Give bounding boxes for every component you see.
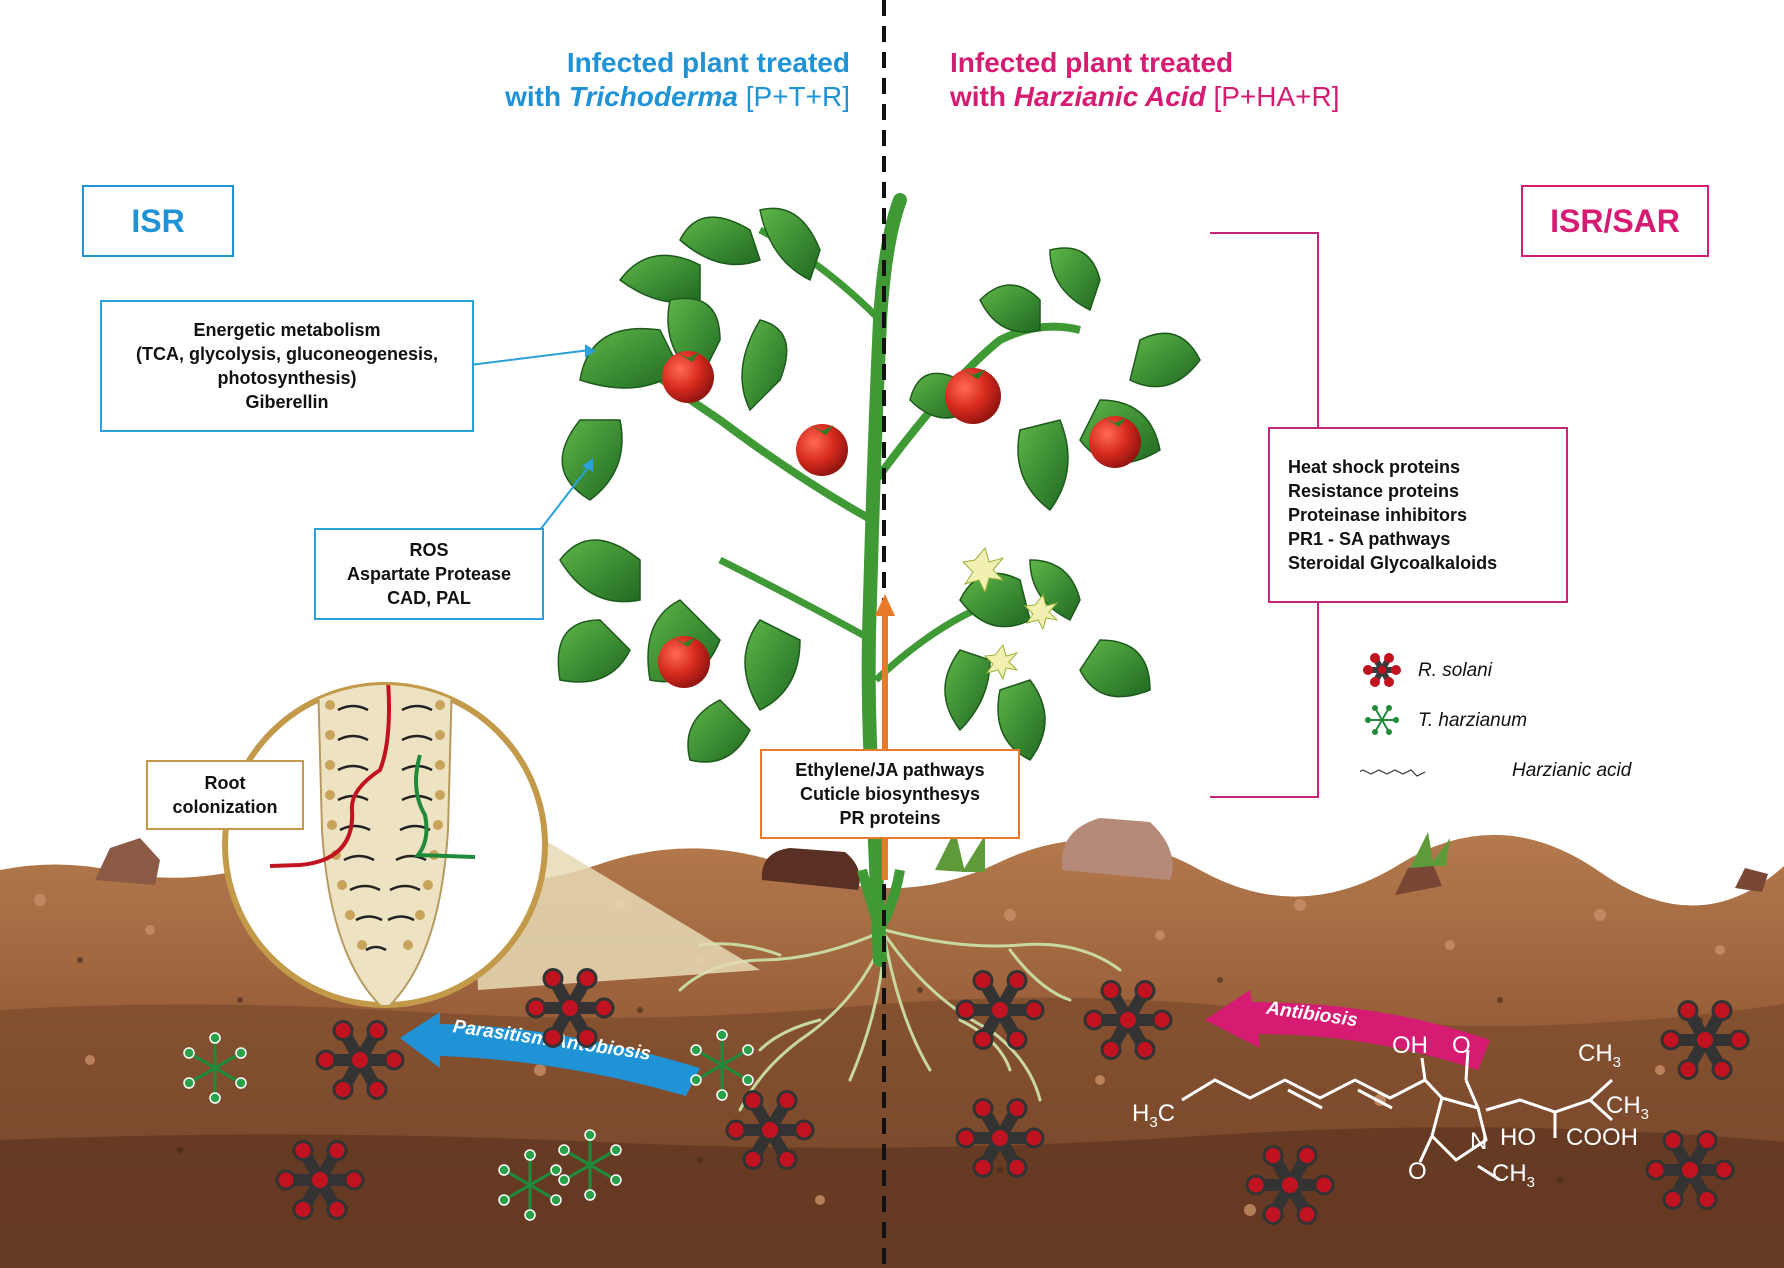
- r-solani-icon: [955, 970, 1045, 1050]
- ros-box: ROS Aspartate Protease CAD, PAL: [314, 528, 544, 620]
- t-harzianum-icon: [1365, 705, 1399, 735]
- chem-o-top: O: [1452, 1032, 1471, 1059]
- chem-h3c: H3C: [1132, 1100, 1175, 1131]
- chem-n: N: [1470, 1128, 1488, 1155]
- harzianic-acid-structure: [1181, 1049, 1614, 1182]
- chem-sub: 3: [1526, 1173, 1536, 1191]
- connector-lines: [469, 344, 596, 531]
- legend-harzianic-acid: Harzianic acid: [1512, 760, 1632, 781]
- r-solani-icon: [315, 1020, 405, 1100]
- box-line: Resistance proteins: [1288, 481, 1460, 501]
- r-solani-icon: [525, 968, 615, 1048]
- chem-n-ch3: CH3: [1492, 1160, 1535, 1191]
- chem-sub: 3: [1612, 1053, 1622, 1071]
- chem-ho: HO: [1500, 1124, 1536, 1151]
- isr-tag: ISR: [82, 185, 234, 257]
- chem-ch3-mid: CH3: [1606, 1092, 1649, 1123]
- t-harzianum-icon: [498, 1149, 562, 1221]
- box-line: Giberellin: [245, 392, 329, 412]
- legend-t-harzianum: T. harzianum: [1418, 710, 1528, 731]
- box-line: photosynthesis): [217, 368, 357, 388]
- legend-r-solani: R. solani: [1418, 660, 1492, 681]
- chem-text: H: [1132, 1100, 1150, 1127]
- title-right-line2: with Harzianic Acid [P+HA+R]: [950, 80, 1420, 114]
- chem-text: CH: [1606, 1092, 1641, 1119]
- chem-o-bottom: O: [1408, 1158, 1427, 1185]
- title-right-compound: Harzianic Acid: [1013, 81, 1206, 112]
- isr-sar-tag: ISR/SAR: [1521, 185, 1709, 257]
- r-solani-icon: [1363, 653, 1401, 687]
- root-zoom-circle: [222, 682, 548, 1008]
- title-left-line1: Infected plant treated: [566, 47, 850, 78]
- r-solani-icon: [725, 1090, 815, 1170]
- antibiosis-arrow: [1205, 990, 1490, 1070]
- title-left-code: [P+T+R]: [737, 81, 850, 112]
- chem-ch3-top: CH3: [1578, 1040, 1621, 1071]
- box-line: ROS: [409, 540, 449, 560]
- parasitism-arrow: [400, 1012, 700, 1096]
- chem-cooh: COOH: [1566, 1124, 1638, 1151]
- box-line: colonization: [172, 797, 278, 817]
- r-solani-icon: [1245, 1145, 1335, 1225]
- title-right-line1: Infected plant treated: [950, 47, 1234, 78]
- ethylene-ja-box: Ethylene/JA pathways Cuticle biosynthesy…: [760, 749, 1020, 839]
- tomatoes: [658, 351, 1141, 688]
- box-line: Cuticle biosynthesys: [799, 784, 981, 804]
- box-line: Heat shock proteins: [1288, 457, 1461, 477]
- box-line: Ethylene/JA pathways: [795, 760, 985, 780]
- box-line: CAD, PAL: [387, 588, 471, 608]
- box-line: Proteinase inhibitors: [1288, 505, 1468, 525]
- chem-text: CH: [1578, 1040, 1613, 1067]
- chem-sub: 3: [1640, 1105, 1650, 1123]
- chem-text: C: [1157, 1100, 1176, 1127]
- title-left: Infected plant treated with Trichoderma …: [380, 46, 850, 114]
- chem-oh: OH: [1392, 1032, 1428, 1059]
- box-line: Aspartate Protease: [346, 564, 512, 584]
- box-line: Energetic metabolism: [193, 320, 381, 340]
- title-right-prefix: with: [950, 81, 1014, 112]
- r-solani-icon: [955, 1098, 1045, 1178]
- legend-icons: [1360, 653, 1426, 777]
- root-colonization-box: Root colonization: [146, 760, 304, 830]
- rocks: [95, 818, 1768, 895]
- title-left-organism: Trichoderma: [568, 81, 738, 112]
- box-line: PR1 - SA pathways: [1288, 529, 1451, 549]
- box-line: (TCA, glycolysis, gluconeogenesis,: [135, 344, 439, 364]
- harzianic-acid-structure-icon: [1360, 769, 1426, 777]
- chem-sub: 3: [1149, 1113, 1158, 1131]
- r-solani-icon: [1083, 980, 1173, 1060]
- title-left-prefix: with: [505, 81, 569, 112]
- energetic-metabolism-box: Energetic metabolism (TCA, glycolysis, g…: [100, 300, 474, 432]
- heat-shock-proteins-box: Heat shock proteins Resistance proteins …: [1268, 427, 1568, 603]
- r-solani-icon: [1645, 1130, 1735, 1210]
- box-line: Root: [204, 773, 246, 793]
- title-left-line2: with Trichoderma [P+T+R]: [380, 80, 850, 114]
- plant-flowers: [961, 546, 1059, 681]
- t-harzianum-icon: [690, 1029, 754, 1101]
- t-harzianum-icon: [183, 1032, 247, 1104]
- r-solani-icon: [1660, 1000, 1750, 1080]
- title-right-code: [P+HA+R]: [1205, 81, 1340, 112]
- box-line: PR proteins: [839, 808, 941, 828]
- title-right: Infected plant treated with Harzianic Ac…: [950, 46, 1420, 114]
- box-line: Steroidal Glycoalkaloids: [1288, 553, 1498, 573]
- t-harzianum-icon: [558, 1129, 622, 1201]
- chem-text: CH: [1492, 1160, 1527, 1187]
- r-solani-icon: [275, 1140, 365, 1220]
- bracket-line: [1210, 232, 1319, 798]
- plant-leaves: [557, 207, 1201, 763]
